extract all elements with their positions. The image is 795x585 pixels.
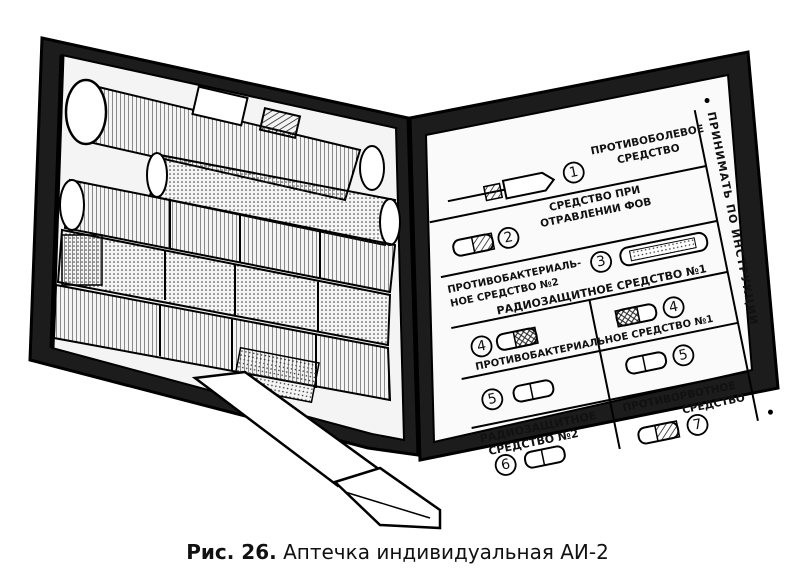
cell-1-number: 1 — [568, 164, 580, 181]
cell-4-number-left: 4 — [476, 338, 488, 355]
cell-1-number-circle — [562, 161, 585, 184]
cell-4-number-right: 4 — [668, 299, 680, 316]
case-body — [28, 36, 442, 530]
pencil-case-row-2 — [56, 228, 392, 347]
cell-5-number-left: 5 — [486, 391, 498, 408]
cell-3-number: 3 — [595, 253, 607, 270]
lid-dot-top — [704, 98, 710, 104]
lid-grid — [429, 109, 759, 450]
case-lid: 1 ПРОТИВОБОЛЕВОЕ СРЕДСТВО 2 СРЕДСТВО ПРИ… — [408, 50, 780, 476]
lid-dot-bottom — [767, 409, 773, 415]
figure-caption-prefix: Рис. 26. — [186, 540, 277, 564]
cell-5-number-right: 5 — [677, 347, 689, 364]
cell-6-number: 6 — [500, 456, 512, 473]
cell-2-number: 2 — [502, 229, 514, 246]
figure-caption: Рис. 26. Аптечка индивидуальная АИ-2 — [0, 540, 795, 564]
syringe-tube — [64, 78, 385, 202]
pencil-case-row-1 — [59, 178, 397, 294]
figure-caption-text: Аптечка индивидуальная АИ-2 — [283, 540, 609, 564]
capsule-cylinder — [146, 152, 401, 247]
latch-strap — [191, 370, 442, 530]
cell-7-number: 7 — [692, 416, 704, 433]
